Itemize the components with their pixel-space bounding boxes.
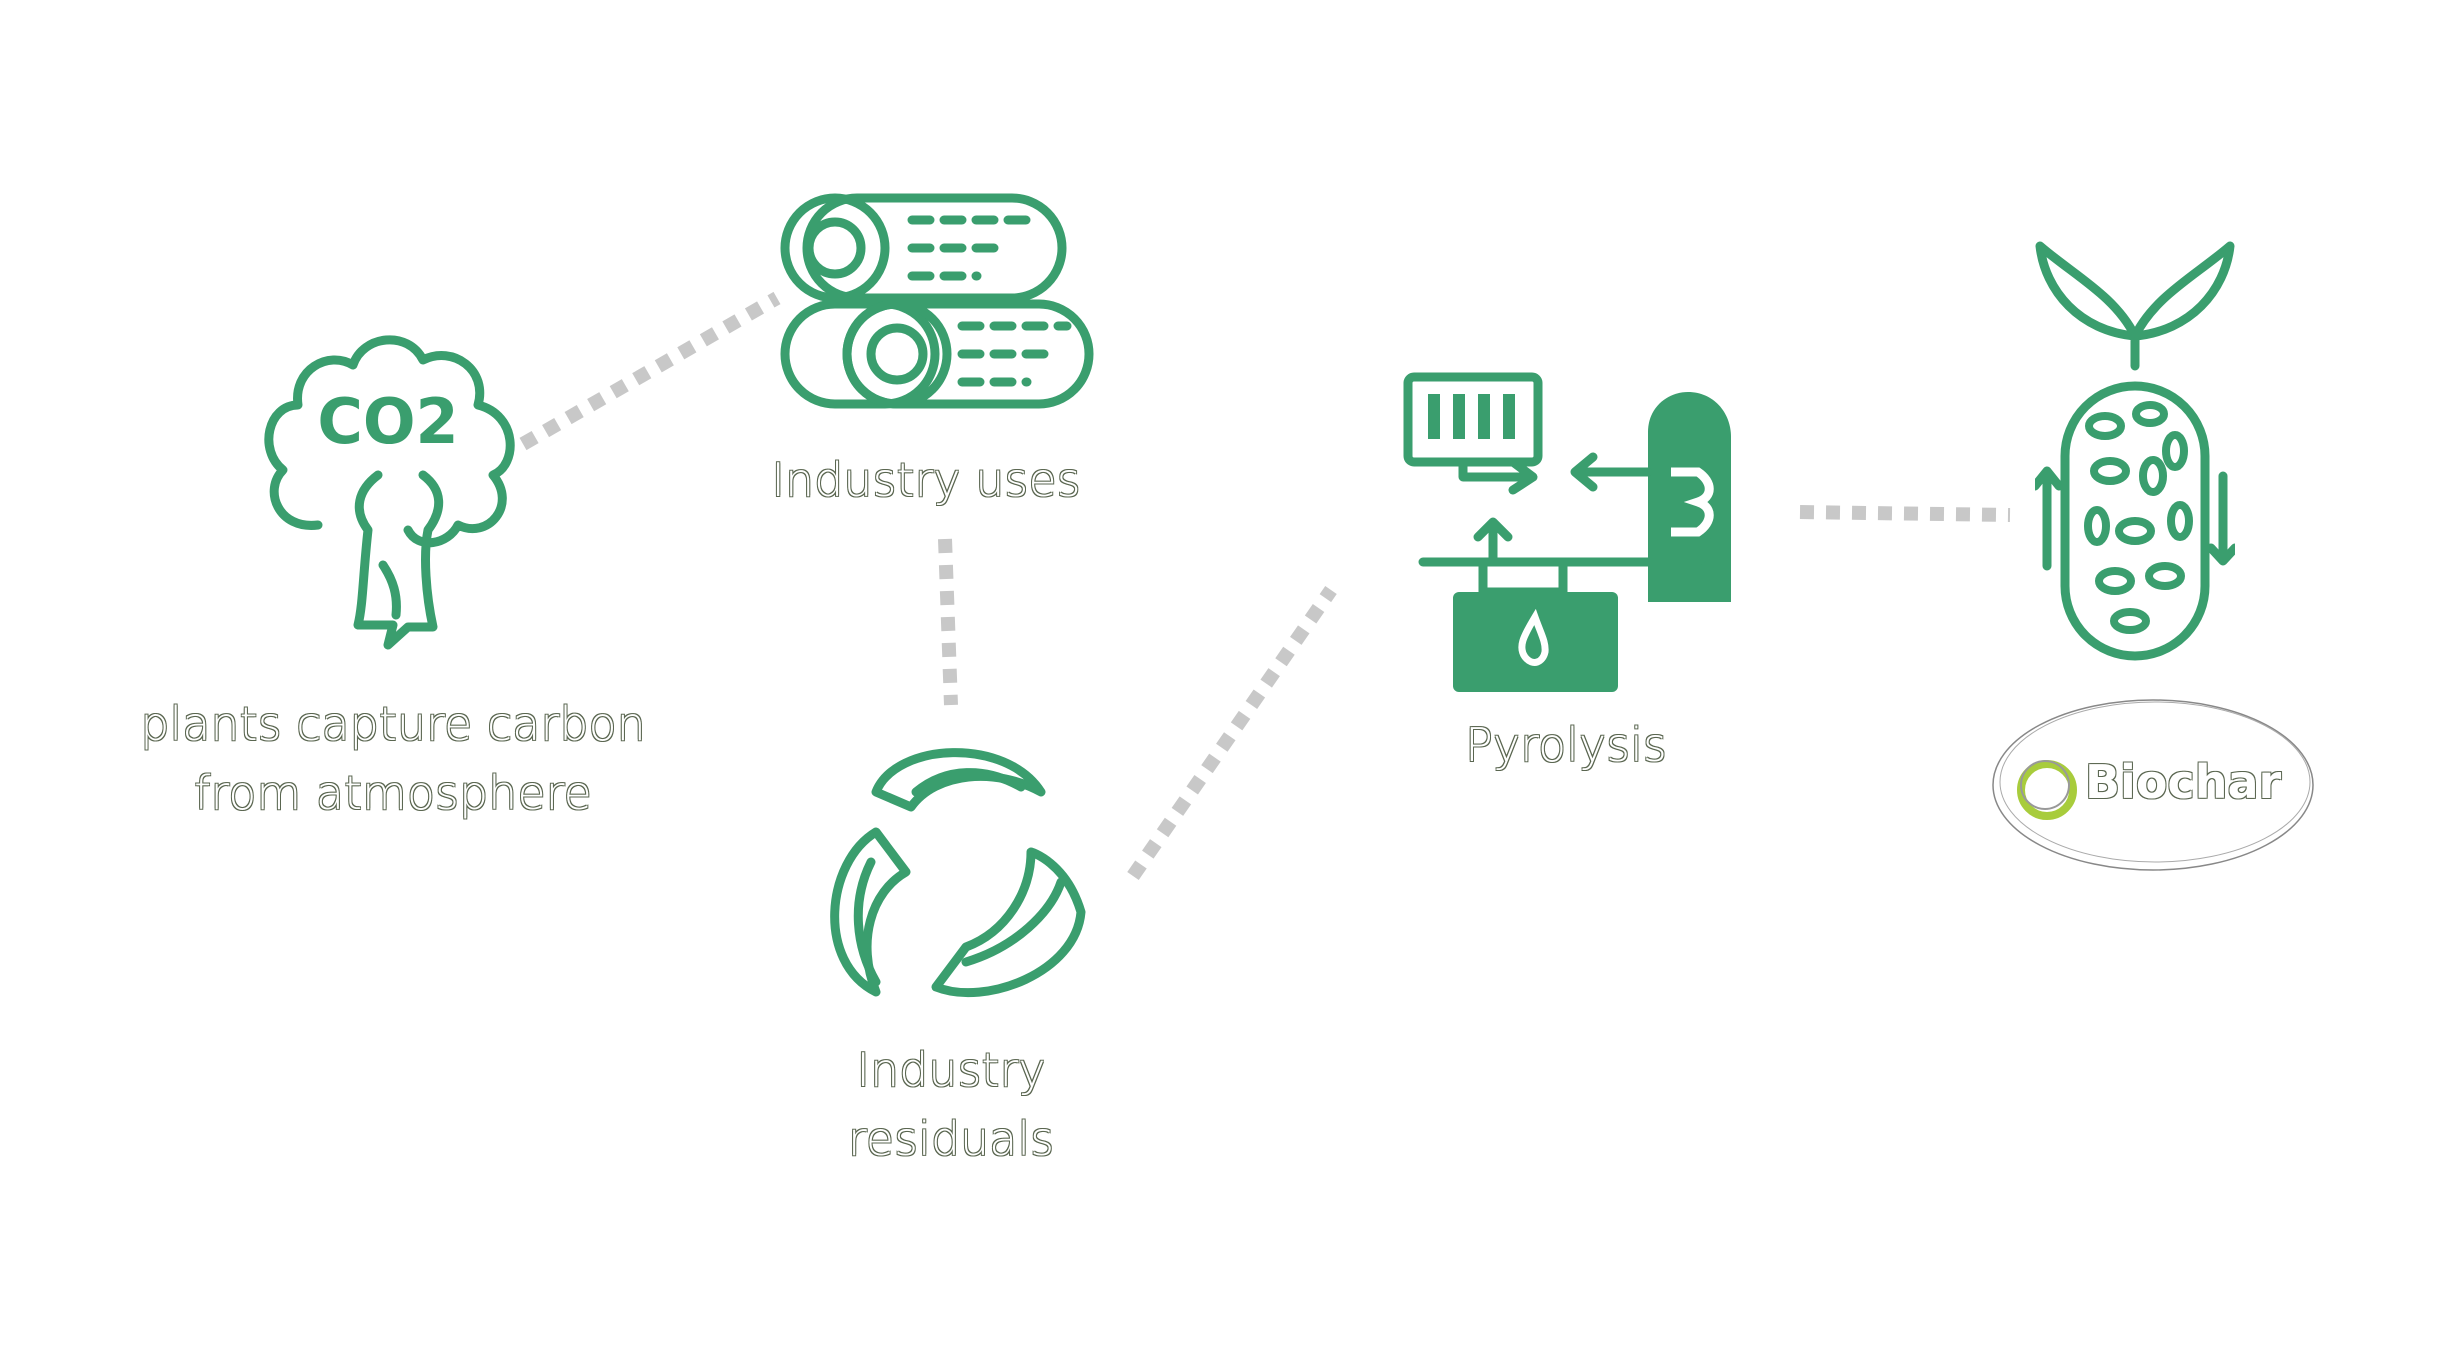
industry-residuals-label: Industry residuals	[751, 1036, 1151, 1174]
sprout-soil-icon	[2035, 241, 2235, 661]
co2-text: CO2	[317, 385, 458, 458]
connector-pyrolysis-to-biochar	[1799, 505, 2011, 522]
industry-uses-label: Industry uses	[771, 453, 1081, 507]
industry-residuals-label-line2: residuals	[847, 1112, 1055, 1166]
plants-label-line1: plants capture carbon	[140, 697, 646, 751]
pyrolysis-plant-icon	[1403, 372, 1731, 692]
connector-plants-to-industry-uses	[519, 291, 781, 451]
biochar-logo-ellipse	[1992, 699, 2314, 871]
logs-icon	[780, 193, 1094, 409]
industry-residuals-label-line1: Industry	[856, 1043, 1046, 1097]
biochar-logo: Biochar	[1985, 690, 2320, 875]
plants-label-line2: from atmosphere	[194, 766, 592, 820]
co2-tree-icon: CO2	[264, 335, 515, 650]
plants-label: plants capture carbon from atmosphere	[93, 690, 693, 828]
connector-residuals-to-pyrolysis	[1127, 586, 1337, 880]
connector-industry-uses-to-residuals	[938, 538, 958, 706]
recycle-leaves-icon	[830, 748, 1086, 998]
pyrolysis-label: Pyrolysis	[1465, 718, 1667, 772]
biochar-label: Biochar	[2085, 755, 2282, 809]
